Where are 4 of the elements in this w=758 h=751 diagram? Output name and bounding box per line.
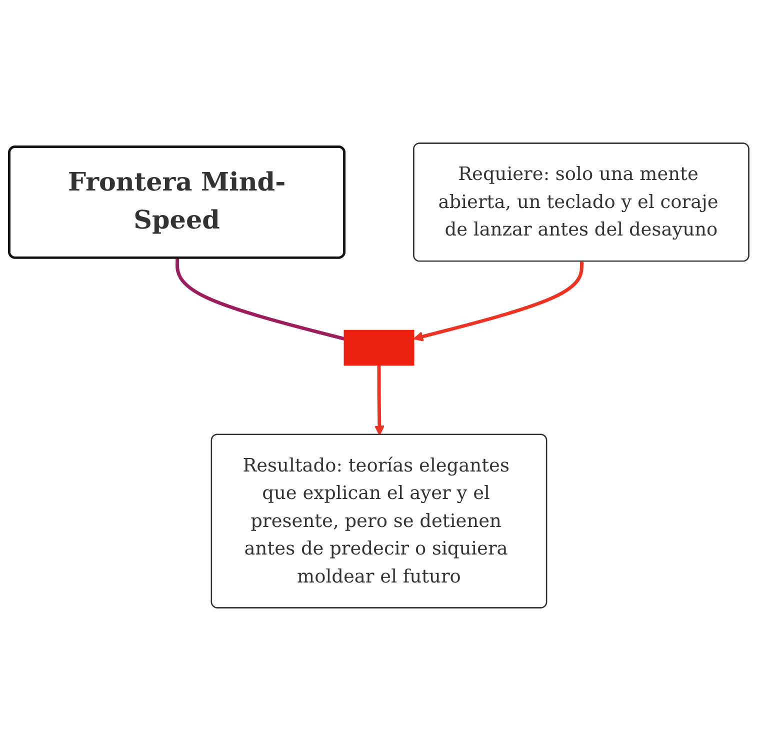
connector xyxy=(176,258,345,341)
arrow xyxy=(374,365,384,436)
node-box xyxy=(344,330,414,366)
arrow xyxy=(413,262,584,342)
